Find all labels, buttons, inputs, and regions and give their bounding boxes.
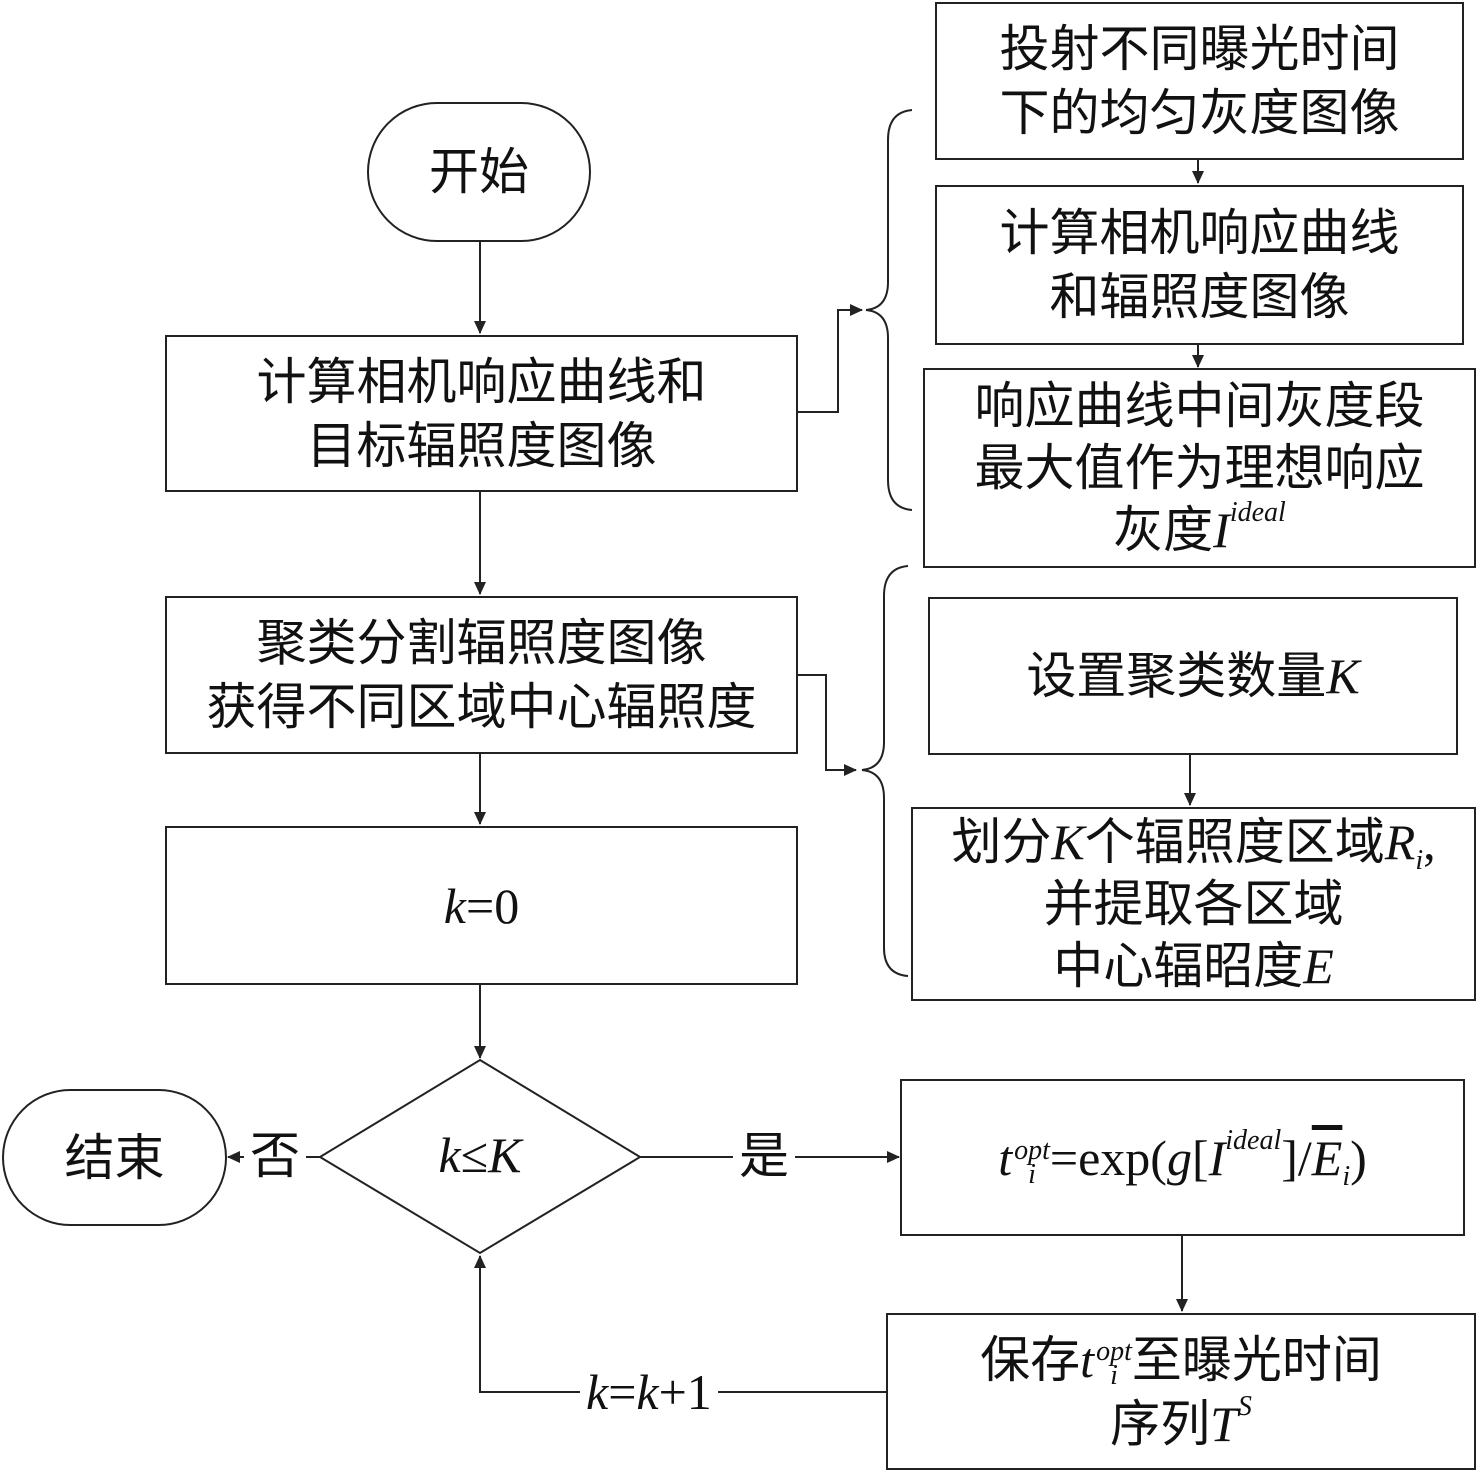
init-k-box: k=0 <box>165 826 798 985</box>
end-terminal: 结束 <box>2 1089 227 1226</box>
sub4-text: 设置聚类数量K <box>1026 647 1360 705</box>
sub1-line2: 下的均匀灰度图像 <box>999 84 1400 142</box>
sub2-line2: 和辐照度图像 <box>1049 268 1350 326</box>
cluster-main-line2: 获得不同区域中心辐照度 <box>206 678 757 736</box>
increment-label: k=k+1 <box>580 1362 718 1422</box>
sub3-line2: 最大值作为理想响应 <box>974 439 1425 497</box>
sub3-line3: 灰度Iideal <box>1113 497 1286 560</box>
compute-main-line2: 目标辐照度图像 <box>306 416 657 475</box>
sub-step-project-box: 投射不同曝光时间 下的均匀灰度图像 <box>935 2 1464 160</box>
cluster-main-line1: 聚类分割辐照度图像 <box>256 614 707 672</box>
sub3-line1: 响应曲线中间灰度段 <box>974 377 1425 435</box>
sub5-line1: 划分K个辐照度区域Ri, <box>951 813 1436 876</box>
sub-step-partition-box: 划分K个辐照度区域Ri, 并提取各区域 中心辐昭度E <box>911 807 1476 1001</box>
sub2-line1: 计算相机响应曲线 <box>999 204 1400 262</box>
arrow-loop-back <box>474 1255 886 1393</box>
sub5-line2: 并提取各区域 <box>1043 875 1344 933</box>
start-terminal: 开始 <box>367 102 591 242</box>
brace-top <box>865 109 913 511</box>
sub1-line1: 投射不同曝光时间 <box>999 20 1400 78</box>
end-label: 结束 <box>64 1128 165 1187</box>
brace-bottom <box>861 565 909 977</box>
compute-main-line1: 计算相机响应曲线和 <box>256 352 707 411</box>
decision-diamond <box>318 1058 642 1255</box>
arrow-cluster-to-brace <box>798 674 857 776</box>
decision-text: k≤K <box>438 1127 522 1183</box>
init-k-text: k=0 <box>443 877 520 934</box>
sub-step-compute-box: 计算相机响应曲线 和辐照度图像 <box>935 185 1464 345</box>
start-label: 开始 <box>429 143 529 201</box>
sub-step-ideal-box: 响应曲线中间灰度段 最大值作为理想响应 灰度Iideal <box>923 368 1476 568</box>
save-line2: 序列TS <box>1110 1390 1252 1453</box>
yes-label: 是 <box>733 1126 795 1186</box>
sub5-line3: 中心辐昭度E <box>1053 937 1334 995</box>
sub-step-cluster-count-box: 设置聚类数量K <box>928 597 1458 755</box>
arrow-compute-to-brace <box>798 304 863 413</box>
cluster-main-box: 聚类分割辐照度图像 获得不同区域中心辐照度 <box>165 596 798 754</box>
no-label: 否 <box>244 1126 306 1186</box>
compute-main-box: 计算相机响应曲线和 目标辐照度图像 <box>165 335 798 492</box>
